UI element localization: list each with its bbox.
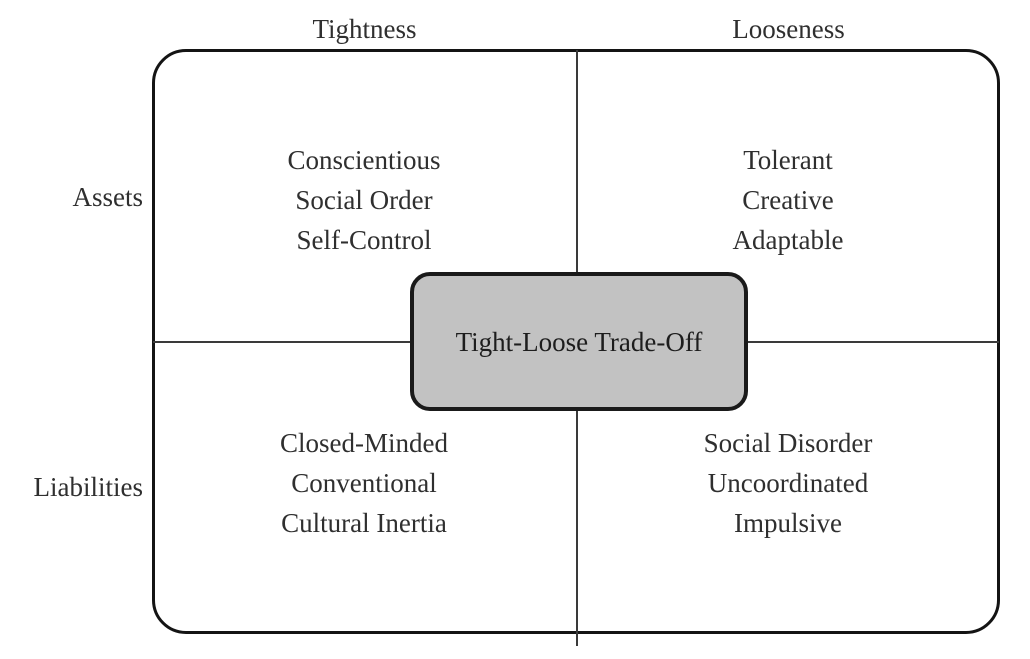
- quadrant-item: Self-Control: [296, 225, 432, 255]
- column-header-looseness: Looseness: [732, 14, 845, 44]
- quadrant-item: Creative: [742, 185, 834, 215]
- quadrant-item: Social Disorder: [703, 428, 873, 458]
- row-label-assets: Assets: [72, 182, 143, 212]
- quadrant-item: Conventional: [291, 468, 437, 498]
- quadrant-tightness-liabilities: Closed-Minded Conventional Cultural Iner…: [154, 423, 574, 543]
- center-node-tight-loose-tradeoff: Tight-Loose Trade-Off: [410, 272, 748, 411]
- column-header-tightness: Tightness: [312, 14, 417, 44]
- quadrant-item: Uncoordinated: [707, 468, 869, 498]
- quadrant-item: Impulsive: [734, 508, 842, 538]
- quadrant-item: Social Order: [295, 185, 433, 215]
- quadrant-item: Closed-Minded: [280, 428, 448, 458]
- quadrant-item: Adaptable: [732, 225, 844, 255]
- quadrant-tightness-assets: Conscientious Social Order Self-Control: [154, 140, 574, 260]
- quadrant-item: Conscientious: [287, 145, 441, 175]
- center-node-label: Tight-Loose Trade-Off: [455, 326, 703, 357]
- row-label-liabilities: Liabilities: [33, 472, 143, 502]
- quadrant-looseness-liabilities: Social Disorder Uncoordinated Impulsive: [578, 423, 998, 543]
- quadrant-looseness-assets: Tolerant Creative Adaptable: [578, 140, 998, 260]
- quadrant-item: Cultural Inertia: [281, 508, 447, 538]
- quadrant-item: Tolerant: [743, 145, 833, 175]
